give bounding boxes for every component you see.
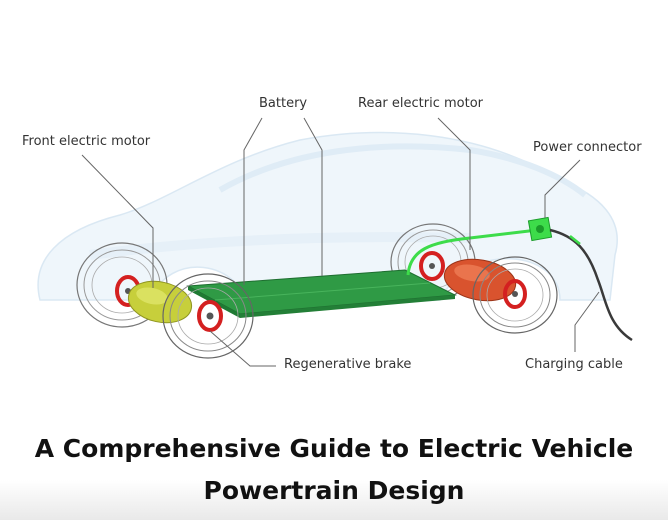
charging-cable-leader xyxy=(574,291,600,352)
rear-right-brake-disc xyxy=(503,279,527,309)
regen-brake-leader xyxy=(209,330,276,367)
powertrain-diagram xyxy=(37,117,633,367)
rear-right-wheel xyxy=(472,256,558,334)
rear-electric-motor xyxy=(443,258,517,302)
label-front-electric-motor: Front electric motor xyxy=(22,134,151,149)
label-rear-electric-motor: Rear electric motor xyxy=(358,96,483,111)
label-battery: Battery xyxy=(259,96,308,111)
page-title-line2: Powertrain Design xyxy=(203,476,465,505)
charging-cable xyxy=(549,228,633,342)
label-charging-cable: Charging cable xyxy=(525,357,623,372)
front-motor-leader xyxy=(81,154,154,288)
power-connector-leader xyxy=(544,159,581,218)
battery-leader-left xyxy=(243,117,263,285)
front-right-wheel xyxy=(162,273,254,359)
battery-leader-right xyxy=(303,117,323,276)
rear-motor-leader xyxy=(437,117,471,250)
page-title-line1: A Comprehensive Guide to Electric Vehicl… xyxy=(34,434,634,463)
title-band: A Comprehensive Guide to Electric Vehicl… xyxy=(0,420,668,520)
leader-lines xyxy=(81,117,600,367)
label-regenerative-brake: Regenerative brake xyxy=(284,357,412,372)
rear-left-brake-disc xyxy=(419,251,445,281)
front-electric-motor xyxy=(127,280,193,324)
label-power-connector: Power connector xyxy=(533,140,642,155)
front-right-brake-disc xyxy=(197,300,223,332)
